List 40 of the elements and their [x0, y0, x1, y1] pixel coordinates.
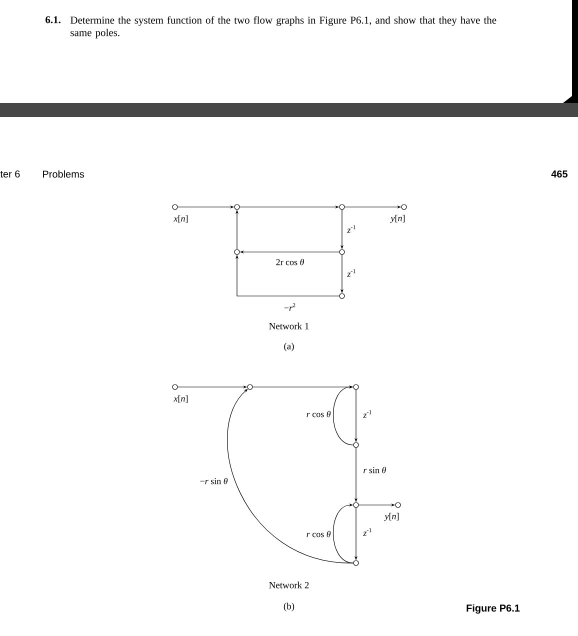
junction-node — [247, 384, 253, 390]
signal-label: x[n] — [174, 395, 188, 403]
arrow — [332, 503, 354, 564]
signal-label: x[n] — [174, 215, 188, 223]
edge-label: 2r cos θ — [274, 258, 306, 266]
junction-node — [234, 204, 240, 210]
edge-label: r cos θ — [305, 410, 332, 418]
junction-node — [234, 249, 240, 255]
edge-label: r sin θ — [362, 466, 388, 474]
running-header: ter 6 — [0, 170, 20, 178]
junction-node — [353, 502, 359, 508]
edge-label: z$^{-1}$ — [346, 224, 358, 234]
junction-node — [172, 204, 178, 210]
edge-label: r cos θ — [305, 530, 332, 538]
junction-node — [339, 293, 345, 299]
figure-label: Figure P6.1 — [466, 604, 520, 614]
network-title: Network 1 — [269, 322, 309, 330]
junction-node — [339, 249, 345, 255]
edge-label: z$^{-1}$ — [362, 409, 374, 419]
running-header: Problems — [43, 170, 84, 178]
edge-label: −r sin θ — [198, 476, 229, 486]
problem-text: Determine the system function of the two flow graphs in Figure P6.1, and show that they have the same poles. — [70, 16, 496, 38]
edge-label: z$^{-1}$ — [346, 268, 358, 278]
problem-number: 6.1. — [46, 16, 60, 24]
junction-node — [339, 204, 345, 210]
junction-node — [353, 384, 359, 390]
signal-label: y[n] — [384, 512, 399, 522]
junction-node — [172, 384, 178, 390]
subfigure-label: (a) — [284, 342, 294, 352]
edge-label: −r$^{2}$ — [282, 302, 298, 312]
subfigure-label: (b) — [284, 602, 294, 612]
arrow — [332, 385, 354, 446]
edge-label: z$^{-1}$ — [362, 527, 374, 537]
page-number: 465 — [551, 170, 568, 178]
junction-node — [353, 442, 359, 448]
network-title: Network 2 — [269, 582, 309, 588]
junction-node — [353, 560, 359, 566]
signal-label: y[n] — [390, 214, 405, 224]
junction-node — [401, 204, 407, 210]
junction-node — [395, 502, 401, 508]
